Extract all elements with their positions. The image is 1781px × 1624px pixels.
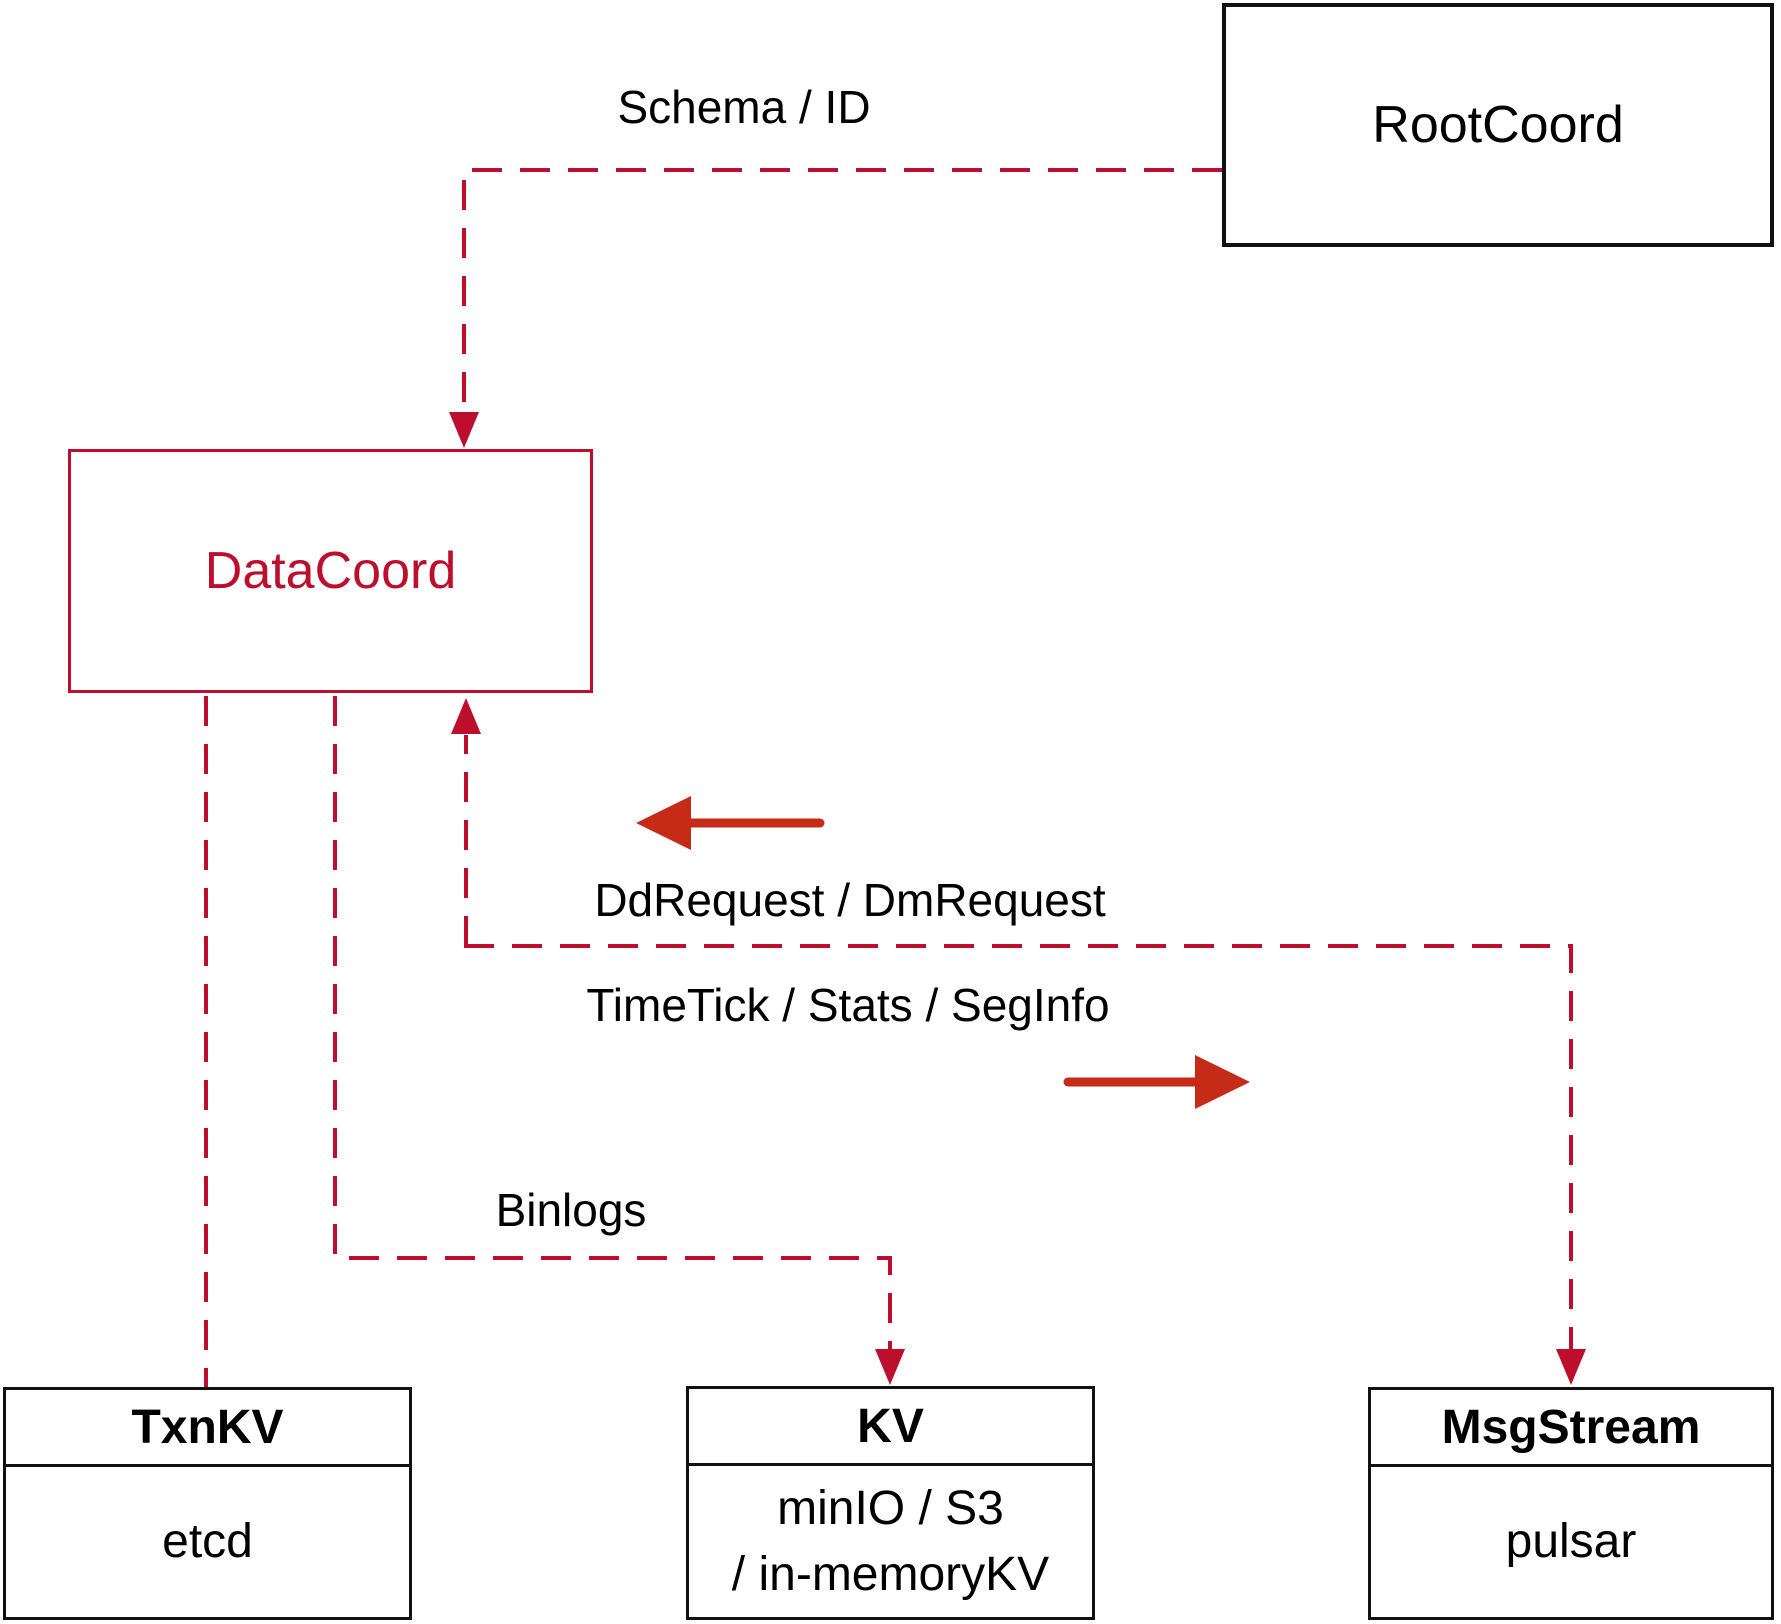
flow-right-arrow-icon [1195,1055,1250,1109]
node-msgstream-title: MsgStream [1441,1400,1701,1454]
edge-datacoord-kv-line [333,696,892,1350]
node-kv-body-line1: minIO / S3 [777,1482,1004,1536]
edge-label-binlogs: Binlogs [495,1184,647,1236]
node-txnkv-title: TxnKV [131,1400,284,1454]
edge-rootcoord-datacoord-arrowhead-icon [449,412,479,448]
edge-datacoord-msgstream-arrowhead-icon [1556,1349,1586,1385]
node-msgstream: MsgStream pulsar [1368,1387,1774,1620]
node-txnkv-header: TxnKV [6,1390,409,1467]
edge-msgstream-datacoord-up-arrowhead-icon [451,698,481,734]
node-msgstream-body-text: pulsar [1505,1515,1637,1569]
flow-left-arrow-icon [636,796,691,850]
node-msgstream-body: pulsar [1371,1467,1771,1617]
edge-label-timetick-stats-seginfo: TimeTick / Stats / SegInfo [586,979,1110,1031]
edge-label-schema-id: Schema / ID [617,81,871,133]
node-txnkv-body: etcd [6,1467,409,1617]
edge-rootcoord-datacoord-line [462,168,1222,411]
node-rootcoord: RootCoord [1222,3,1774,247]
node-datacoord-label: DataCoord [204,542,457,600]
node-msgstream-header: MsgStream [1371,1390,1771,1467]
node-datacoord: DataCoord [68,449,593,693]
edge-datacoord-msgstream-line [464,944,1573,1350]
node-kv-title: KV [857,1399,924,1453]
node-kv-header: KV [689,1389,1092,1466]
edge-datacoord-kv-arrowhead-icon [875,1349,905,1385]
node-kv-body: minIO / S3 / in-memoryKV [689,1466,1092,1617]
node-txnkv: TxnKV etcd [3,1387,412,1620]
node-rootcoord-label: RootCoord [1372,96,1624,154]
edge-label-ddrequest-dmrequest: DdRequest / DmRequest [594,874,1106,926]
node-kv-body-line2: / in-memoryKV [731,1547,1050,1601]
node-kv: KV minIO / S3 / in-memoryKV [686,1386,1095,1620]
node-txnkv-body-text: etcd [162,1515,253,1569]
